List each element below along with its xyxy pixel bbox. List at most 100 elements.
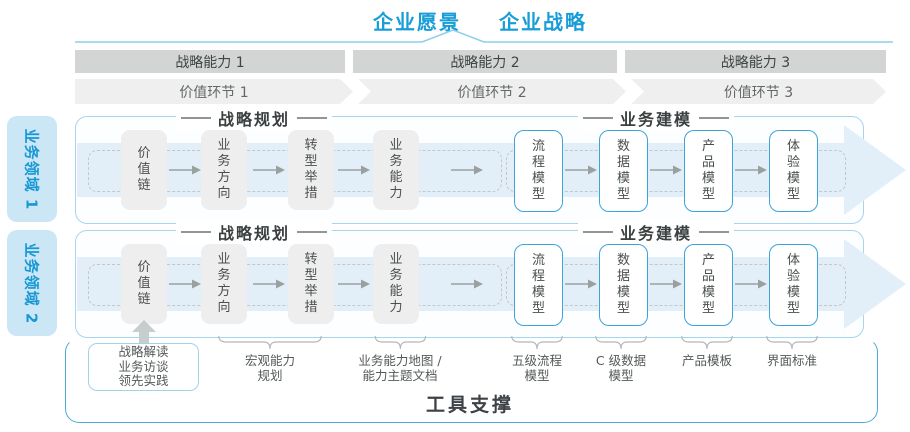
legend-line — [699, 231, 730, 233]
box-label: 业务能力 — [389, 138, 403, 201]
brace-icon — [681, 336, 733, 350]
legend-line — [297, 231, 328, 233]
tool-support-container — [65, 338, 878, 423]
brace-icon — [511, 336, 563, 350]
domain-tab-1: 业务领域 1 — [7, 116, 57, 222]
product-model-box: 产品模型 — [684, 244, 733, 326]
box-label: 数据模型 — [616, 253, 630, 316]
capability-3-label: 战略能力 3 — [720, 54, 791, 71]
legend-line — [180, 231, 211, 233]
box-label: 产品模型 — [701, 253, 715, 316]
legend-line — [297, 117, 328, 119]
business-direction-box: 业务方向 — [201, 130, 247, 210]
value-chain-box: 价值链 — [121, 130, 167, 210]
capability-bar-1: 战略能力 1 — [75, 50, 345, 73]
practice-input-box: 战略解读 业务访谈 领先实践 — [88, 343, 199, 391]
business-capability-box: 业务能力 — [373, 244, 419, 324]
capability-1-label: 战略能力 1 — [175, 54, 245, 71]
tool-support-label: 工具支撑 — [425, 394, 514, 416]
arrow-right-icon — [451, 165, 483, 175]
annotation-macro-capability-planning: 宏观能力规划 — [218, 336, 322, 383]
section-title-text: 业务建模 — [619, 110, 693, 129]
value-chain-box: 价值链 — [121, 244, 167, 324]
box-label: 流程模型 — [531, 253, 545, 316]
note-line: 模型 — [524, 368, 550, 383]
value-chain-2-label: 价值环节 2 — [457, 84, 527, 101]
box-label: 价值链 — [137, 260, 151, 307]
box-label: 数据模型 — [616, 139, 630, 202]
brace-icon — [766, 336, 818, 350]
note-line: 五级流程 — [511, 353, 562, 368]
value-chain-1-label: 价值环节 1 — [179, 84, 249, 101]
arrow-right-icon — [169, 279, 201, 289]
note-line: C 级数据 — [595, 353, 647, 368]
business-direction-box: 业务方向 — [201, 244, 247, 324]
data-model-box: 数据模型 — [599, 244, 648, 326]
box-label: 业务方向 — [217, 138, 231, 201]
strategy-title: 企业战略 — [499, 10, 587, 34]
dashed-track — [506, 264, 846, 306]
domain-tab-2: 业务领域 2 — [7, 230, 57, 336]
business-domain-panel-2: 战略规划 业务建模 价值链 业务方向 转型举措 业务能力 流程模型 数据模型 产… — [75, 220, 906, 338]
business-capability-box: 业务能力 — [373, 130, 419, 210]
arrow-right-icon — [253, 279, 285, 289]
capability-bar-3: 战略能力 3 — [625, 50, 886, 73]
box-label: 产品模型 — [701, 139, 715, 202]
annotation-c-level-data-model: C 级数据模型 — [595, 336, 647, 383]
practice-line-1: 战略解读 — [118, 344, 169, 360]
domain-2-label: 业务领域 2 — [22, 242, 41, 324]
note-line: 规划 — [257, 368, 283, 383]
note-line: 能力主题文档 — [362, 368, 438, 383]
annotation-ui-standard: 界面标准 — [766, 336, 818, 368]
peak-divider-line — [75, 29, 893, 43]
brace-icon — [374, 336, 426, 350]
transformation-box: 转型举措 — [288, 130, 334, 210]
legend-line — [582, 117, 613, 119]
vision-title: 企业愿景 — [373, 10, 461, 34]
section-title-business-modeling: 业务建模 — [577, 106, 735, 130]
annotation-capability-map-doc: 业务能力地图 /能力主题文档 — [358, 336, 442, 383]
legend-line — [699, 117, 730, 119]
dashed-track — [506, 150, 846, 192]
arrow-right-icon — [735, 279, 767, 289]
transformation-box: 转型举措 — [288, 244, 334, 324]
section-title-strategy-planning: 战略规划 — [175, 220, 333, 244]
section-title-text: 业务建模 — [619, 224, 693, 243]
data-model-box: 数据模型 — [599, 130, 648, 212]
note-line: 业务能力地图 / — [358, 353, 442, 368]
annotation-l5-process-model: 五级流程模型 — [511, 336, 563, 383]
capability-bar-2: 战略能力 2 — [353, 50, 617, 73]
arrow-right-icon — [451, 279, 483, 289]
box-label: 体验模型 — [786, 253, 800, 316]
business-domain-panel-1: 战略规划 业务建模 价值链 业务方向 转型举措 业务能力 流程模型 数据模型 产… — [75, 106, 906, 224]
process-model-box: 流程模型 — [514, 244, 563, 326]
brace-icon — [595, 336, 647, 350]
annotation-product-template: 产品模板 — [681, 336, 733, 368]
arrow-right-icon — [565, 165, 597, 175]
value-chain-bar-3: 价值环节 3 — [631, 79, 886, 104]
arrow-right-icon — [735, 165, 767, 175]
note-line: 宏观能力 — [244, 353, 295, 368]
product-model-box: 产品模型 — [684, 130, 733, 212]
domain-1-label: 业务领域 1 — [22, 128, 41, 210]
arrow-right-icon — [650, 279, 682, 289]
arrow-right-icon — [253, 165, 285, 175]
arrow-right-icon — [565, 279, 597, 289]
capability-2-label: 战略能力 2 — [450, 54, 520, 71]
box-label: 流程模型 — [531, 139, 545, 202]
section-title-strategy-planning: 战略规划 — [175, 106, 333, 130]
arrow-right-icon — [338, 165, 370, 175]
section-title-text: 战略规划 — [217, 110, 291, 129]
up-arrow-icon — [132, 320, 156, 344]
box-label: 体验模型 — [786, 139, 800, 202]
top-title: 企业愿景 企业战略 — [50, 6, 910, 35]
arrow-right-icon — [650, 165, 682, 175]
brace-icon — [218, 336, 322, 350]
legend-line — [582, 231, 613, 233]
note-line: 界面标准 — [766, 353, 817, 368]
value-chain-bar-1: 价值环节 1 — [75, 79, 353, 104]
section-title-text: 战略规划 — [217, 224, 291, 243]
note-line: 产品模板 — [681, 353, 732, 368]
experience-model-box: 体验模型 — [769, 244, 818, 326]
